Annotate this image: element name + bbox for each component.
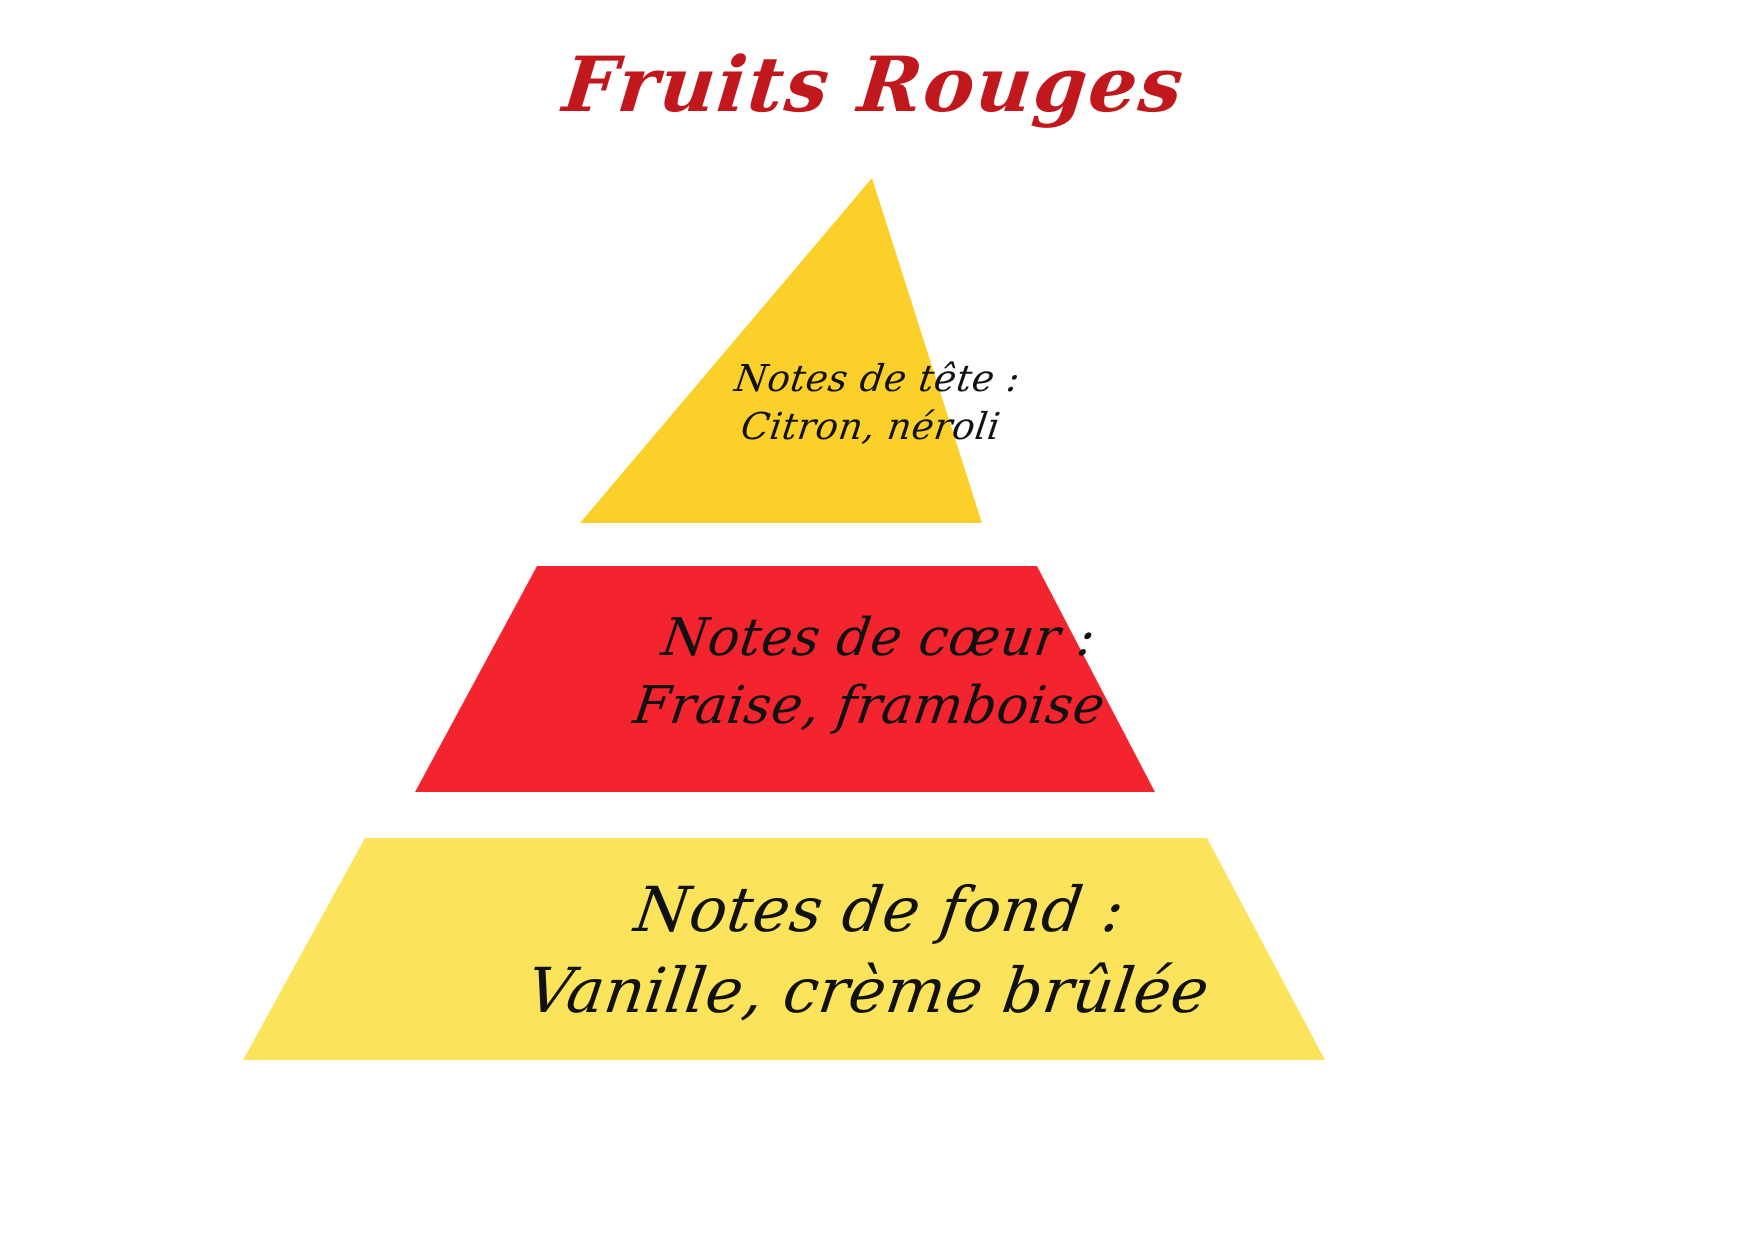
page-title: Fruits Rouges: [559, 40, 1189, 129]
pyramid-tier-middle-shape[interactable]: [415, 566, 1155, 792]
pyramid-tier-top-shape[interactable]: [580, 178, 982, 523]
pyramid-tier-base-shape[interactable]: [243, 838, 1325, 1060]
